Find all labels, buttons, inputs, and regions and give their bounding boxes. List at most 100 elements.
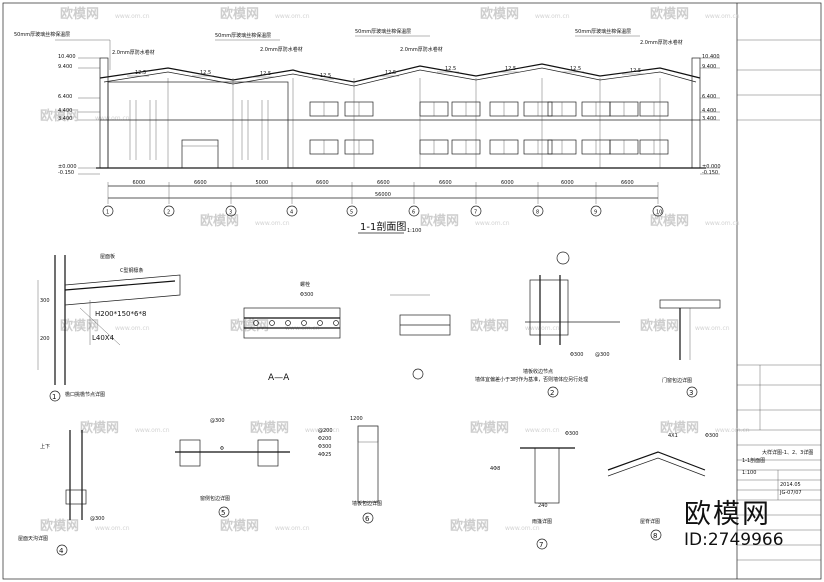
- left-facade-panels: [129, 100, 269, 169]
- d3-label: 3: [689, 389, 693, 397]
- window: [489, 139, 519, 155]
- d7-caption: 雨篷详图: [532, 518, 552, 525]
- span-dimension: 6000: [133, 180, 146, 186]
- window: [639, 101, 669, 117]
- om-watermark-logo: 欧模网 ID:2749966: [684, 500, 814, 570]
- d8-phi: Φ300: [705, 433, 718, 439]
- watermark-layer: 欧模网 www.om.cn 欧模网 www.om.cn 欧模网 www.om.cn 欧模网 w…: [40, 6, 750, 534]
- axis-bubble: [102, 205, 114, 217]
- tb-scale: 1:100: [742, 470, 756, 476]
- slope-mark: 12.5: [260, 71, 271, 77]
- watermark-url: www.om.cn: [95, 525, 130, 532]
- watermark-url: www.om.cn: [705, 13, 740, 20]
- d8-label: 8: [653, 532, 657, 540]
- watermark-url: www.om.cn: [505, 525, 540, 532]
- d4-note: 上下: [40, 443, 50, 450]
- axis-label: 6: [412, 210, 415, 216]
- detail-7-canopy: Φ300 4Φ8 240 雨篷详图 7: [490, 431, 578, 550]
- watermark-brand: 欧模网: [60, 6, 99, 22]
- logo-text: 欧模网: [684, 499, 771, 530]
- bolt: [333, 320, 339, 326]
- d4-at: @300: [90, 516, 105, 522]
- elevation-right: 10.400: [702, 54, 720, 60]
- window: [451, 101, 481, 117]
- roof-notes: 50mm厚玻璃丝棉保温层 2.0mm厚防水卷材 50mm厚玻璃丝棉保温层 2.0…: [14, 28, 683, 70]
- watermark-url: www.om.cn: [695, 325, 730, 332]
- elevation-right: ±0.000: [702, 164, 721, 170]
- elevation-right: 6.400: [702, 94, 716, 100]
- d5-label: 5: [221, 509, 225, 517]
- axis-bubble: [225, 205, 237, 217]
- d6-t3: Φ300: [318, 444, 331, 450]
- axis-label: 9: [594, 210, 597, 216]
- d8-dim: 4X1: [668, 433, 678, 439]
- roof-note-5: 50mm厚玻璃丝棉保温层: [355, 28, 411, 35]
- roof-note-1: 50mm厚玻璃丝棉保温层: [14, 31, 70, 38]
- watermark-brand: 欧模网: [470, 318, 509, 334]
- roof-note-4: 2.0mm厚防水卷材: [260, 46, 303, 53]
- detail-1-eave: 300 200 H200*150*6*8 L40X4 屋面板 C型钢檩条 1 檐…: [37, 253, 181, 402]
- window: [609, 139, 639, 155]
- tb-date: 2014.05: [780, 482, 801, 488]
- axis-bubble: [470, 205, 482, 217]
- d1-dim-300: 300: [40, 298, 50, 304]
- d2-phi: Φ300: [570, 352, 583, 358]
- watermark-url: www.om.cn: [305, 427, 340, 434]
- bolt: [269, 320, 275, 326]
- watermark-brand: 欧模网: [40, 518, 79, 534]
- aa-label: A—A: [268, 373, 290, 383]
- aa-bolt: 螺栓: [300, 281, 310, 288]
- window: [309, 139, 339, 155]
- detail-5-window: @300 Φ 窗侧包边详图 5: [175, 418, 290, 518]
- tb-drawing-name: 1-1剖面图: [742, 457, 765, 464]
- d5-at: @300: [210, 418, 225, 424]
- window: [523, 101, 553, 117]
- watermark-brand: 欧模网: [660, 420, 699, 436]
- watermark-url: www.om.cn: [115, 13, 150, 20]
- axis-bubble: [590, 205, 602, 217]
- title-block: 1-1剖面图 大样详图-1、2、3详图 1:100 2014.05 JG-07/…: [737, 39, 821, 561]
- roof-note-2: 2.0mm厚防水卷材: [112, 49, 155, 56]
- slope-mark: 12.5: [385, 70, 396, 76]
- watermark-brand: 欧模网: [220, 518, 259, 534]
- d4-label: 4: [59, 547, 64, 555]
- elevation-left: ±0.000: [58, 164, 77, 170]
- axis-bubble: [408, 205, 420, 217]
- window: [309, 101, 339, 117]
- aa-phi: Φ300: [300, 292, 313, 298]
- d6-t4: 4Φ25: [318, 452, 331, 458]
- tb-detail-ref: 大样详图-1、2、3详图: [762, 449, 813, 456]
- bolt: [285, 320, 291, 326]
- elevation-right: 4.400: [702, 108, 716, 114]
- bolt: [301, 320, 307, 326]
- span-dimension: 6600: [316, 180, 329, 186]
- watermark-brand: 欧模网: [650, 6, 689, 22]
- tb-number: JG-07/07: [779, 490, 802, 496]
- elevation-left: 4.400: [58, 108, 72, 114]
- window: [581, 139, 611, 155]
- span-dimension: 6000: [501, 180, 514, 186]
- watermark-brand: 欧模网: [420, 213, 459, 229]
- axis-label: 7: [474, 210, 477, 216]
- roof-note-7: 50mm厚玻璃丝棉保温层: [575, 28, 631, 35]
- span-dimension: 6600: [621, 180, 634, 186]
- elevation-left: 3.400: [58, 116, 72, 122]
- window: [523, 139, 553, 155]
- elevation-left: 10.400: [58, 54, 76, 60]
- slope-mark: 12.5: [320, 73, 331, 79]
- window: [344, 101, 374, 117]
- d6-t1: @200: [318, 428, 333, 434]
- d1-angle: L40X4: [92, 334, 115, 342]
- axis-bubble: [346, 205, 358, 217]
- d1-beam: H200*150*6*8: [95, 310, 146, 318]
- d1-note-2: C型钢檩条: [120, 267, 144, 274]
- window: [344, 139, 374, 155]
- watermark-url: www.om.cn: [475, 220, 510, 227]
- d5-caption: 窗侧包边详图: [200, 495, 230, 502]
- roof-line: [99, 63, 701, 83]
- window-grid: [167, 78, 669, 168]
- d7-phi: Φ300: [565, 431, 578, 437]
